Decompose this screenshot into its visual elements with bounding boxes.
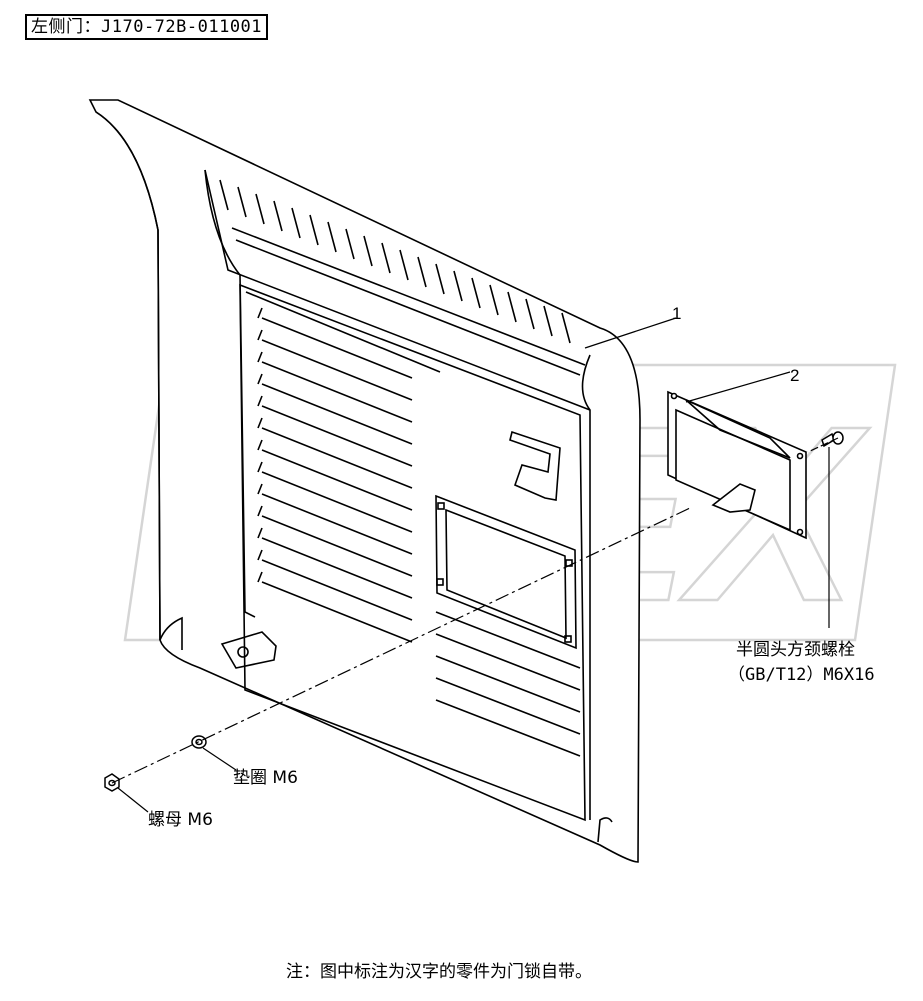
leader-lines xyxy=(111,317,839,813)
washer-label: 垫圈 M6 xyxy=(233,768,298,788)
door-lock-assembly xyxy=(667,390,807,540)
footer-note: 注：图中标注为汉字的零件为门锁自带。 xyxy=(286,962,592,982)
left-side-door xyxy=(88,99,641,863)
top-vent-slots xyxy=(219,179,586,376)
nut-label: 螺母 M6 xyxy=(148,810,213,830)
drawing-title: 左侧门：J170-72B-011001 xyxy=(25,14,269,40)
washer-m6 xyxy=(191,735,207,749)
callout-part-1: 1 xyxy=(672,304,682,323)
hinge-tab xyxy=(220,631,277,669)
right-louvers xyxy=(435,611,581,757)
bolt-label-line1: 半圆头方颈螺栓 xyxy=(736,640,855,660)
callout-part-2: 2 xyxy=(790,366,800,385)
handle-bracket xyxy=(509,430,561,501)
left-louvers xyxy=(257,307,413,643)
bolt-label-line2: （GB/T12）M6X16 xyxy=(728,665,875,685)
lock-window xyxy=(435,494,577,650)
